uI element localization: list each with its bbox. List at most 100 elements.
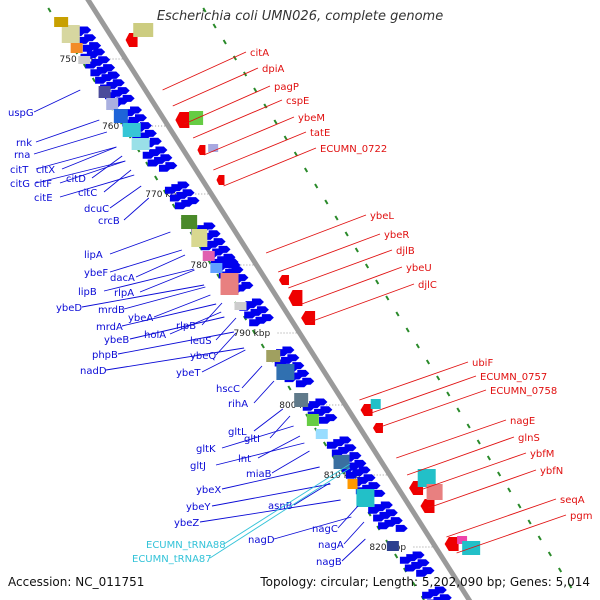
scale-label: 760 kbp bbox=[102, 122, 139, 132]
gene-label-forward: rna bbox=[14, 150, 30, 161]
gene-label-forward: ybeF bbox=[84, 268, 108, 279]
label-leader-line bbox=[273, 516, 352, 540]
track-tick bbox=[232, 55, 237, 61]
track-tick bbox=[354, 247, 359, 253]
track-tick bbox=[446, 391, 451, 397]
label-leader-line bbox=[117, 331, 234, 355]
gene-label-reverse: citA bbox=[250, 48, 269, 59]
track-tick bbox=[202, 7, 207, 13]
label-leader-line bbox=[192, 99, 283, 139]
track-tick bbox=[411, 581, 417, 587]
label-leader-line bbox=[33, 89, 81, 113]
label-leader-line bbox=[215, 317, 237, 341]
track-tick bbox=[537, 535, 542, 541]
gene-label-forward: dacA bbox=[110, 273, 135, 284]
gene-feature-block bbox=[189, 111, 204, 125]
forward-gene-arrow bbox=[249, 319, 262, 327]
gene-label-forward: nagD bbox=[248, 535, 275, 546]
label-leader-line bbox=[203, 116, 295, 156]
gene-feature-block bbox=[78, 56, 91, 64]
gene-feature-block bbox=[54, 17, 69, 27]
trna-label: ECUMN_tRNA87 bbox=[132, 554, 212, 565]
forward-gene-arrow bbox=[295, 380, 308, 388]
label-leader-line bbox=[265, 214, 367, 254]
label-leader-line bbox=[309, 283, 415, 323]
forward-gene-arrow bbox=[90, 69, 103, 77]
gene-label-reverse: ECUMN_0757 bbox=[480, 372, 547, 383]
gene-feature-block bbox=[70, 43, 83, 53]
gene-label-forward: hscC bbox=[216, 384, 240, 395]
gene-label-forward: rihA bbox=[228, 399, 248, 410]
label-leader-line bbox=[406, 436, 515, 476]
label-leader-line bbox=[199, 499, 341, 523]
label-leader-line bbox=[298, 266, 403, 306]
label-leader-line bbox=[103, 268, 195, 292]
trna-label: ECUMN_tRNA88 bbox=[146, 540, 226, 551]
gene-label-forward: uspG bbox=[8, 108, 34, 119]
label-leader-line bbox=[103, 169, 132, 193]
forward-gene-arrow bbox=[404, 564, 417, 572]
track-tick bbox=[263, 103, 268, 109]
gene-feature-block bbox=[181, 215, 198, 229]
track-tick bbox=[334, 215, 339, 221]
track-tick bbox=[507, 487, 512, 493]
track-tick bbox=[425, 359, 431, 365]
gene-label-reverse: pagP bbox=[274, 82, 299, 93]
track-tick bbox=[154, 175, 159, 181]
gene-label-reverse: ybfN bbox=[540, 466, 563, 477]
label-leader-line bbox=[271, 450, 310, 474]
gene-feature-block bbox=[417, 469, 436, 487]
gene-label-forward: gltJ bbox=[190, 461, 206, 472]
gene-label-forward: holA bbox=[144, 330, 166, 341]
label-leader-line bbox=[172, 67, 259, 107]
gene-label-forward: lnt bbox=[238, 454, 251, 465]
track-tick bbox=[456, 407, 461, 413]
label-leader-line bbox=[209, 467, 351, 559]
track-tick bbox=[394, 553, 399, 559]
reverse-gene-arrow bbox=[175, 112, 190, 128]
track-tick bbox=[293, 151, 298, 157]
label-leader-line bbox=[213, 131, 307, 171]
gene-label-forward: ybeB bbox=[104, 335, 129, 346]
reverse-gene-arrow bbox=[278, 275, 289, 285]
track-tick bbox=[324, 199, 329, 205]
gene-feature-block bbox=[113, 109, 128, 123]
genome-summary-text: Topology: circular; Length: 5,202,090 bp… bbox=[260, 575, 590, 589]
gene-label-forward: lipA bbox=[84, 250, 103, 261]
scale-label: 790 kbp bbox=[234, 329, 271, 339]
forward-gene-arrow bbox=[422, 591, 435, 599]
reverse-gene-arrow bbox=[420, 499, 435, 513]
gene-feature-block bbox=[333, 455, 350, 469]
track-tick bbox=[91, 77, 96, 83]
forward-gene-arrow bbox=[373, 489, 386, 497]
label-leader-line bbox=[253, 408, 284, 432]
label-leader-line bbox=[337, 505, 359, 529]
track-tick bbox=[486, 455, 491, 461]
gene-label-forward: gltI bbox=[244, 434, 260, 445]
gene-label-forward: mrdB bbox=[98, 305, 125, 316]
gene-label-forward: ybeX bbox=[196, 485, 221, 496]
label-leader-line bbox=[359, 361, 469, 401]
label-leader-line bbox=[81, 284, 205, 308]
gene-feature-block bbox=[234, 302, 247, 310]
forward-gene-arrow bbox=[345, 471, 358, 479]
label-leader-line bbox=[153, 294, 211, 318]
label-leader-line bbox=[427, 469, 537, 509]
gene-label-forward: asnB bbox=[268, 501, 293, 512]
reverse-gene-arrow bbox=[197, 145, 206, 155]
gene-label-forward: miaB bbox=[246, 469, 272, 480]
track-tick bbox=[283, 135, 288, 141]
gene-feature-block bbox=[347, 479, 358, 489]
label-leader-line bbox=[169, 311, 222, 335]
forward-gene-arrow bbox=[158, 164, 171, 172]
forward-gene-arrow bbox=[326, 441, 339, 449]
gene-label-forward: rlpA bbox=[114, 288, 134, 299]
forward-gene-arrow bbox=[416, 569, 429, 577]
gene-label-reverse: ybfM bbox=[530, 449, 554, 460]
forward-gene-arrow bbox=[368, 506, 381, 514]
gene-feature-block bbox=[202, 251, 215, 261]
forward-gene-arrow bbox=[95, 76, 108, 84]
label-leader-line bbox=[35, 146, 117, 170]
track-tick bbox=[273, 119, 278, 125]
